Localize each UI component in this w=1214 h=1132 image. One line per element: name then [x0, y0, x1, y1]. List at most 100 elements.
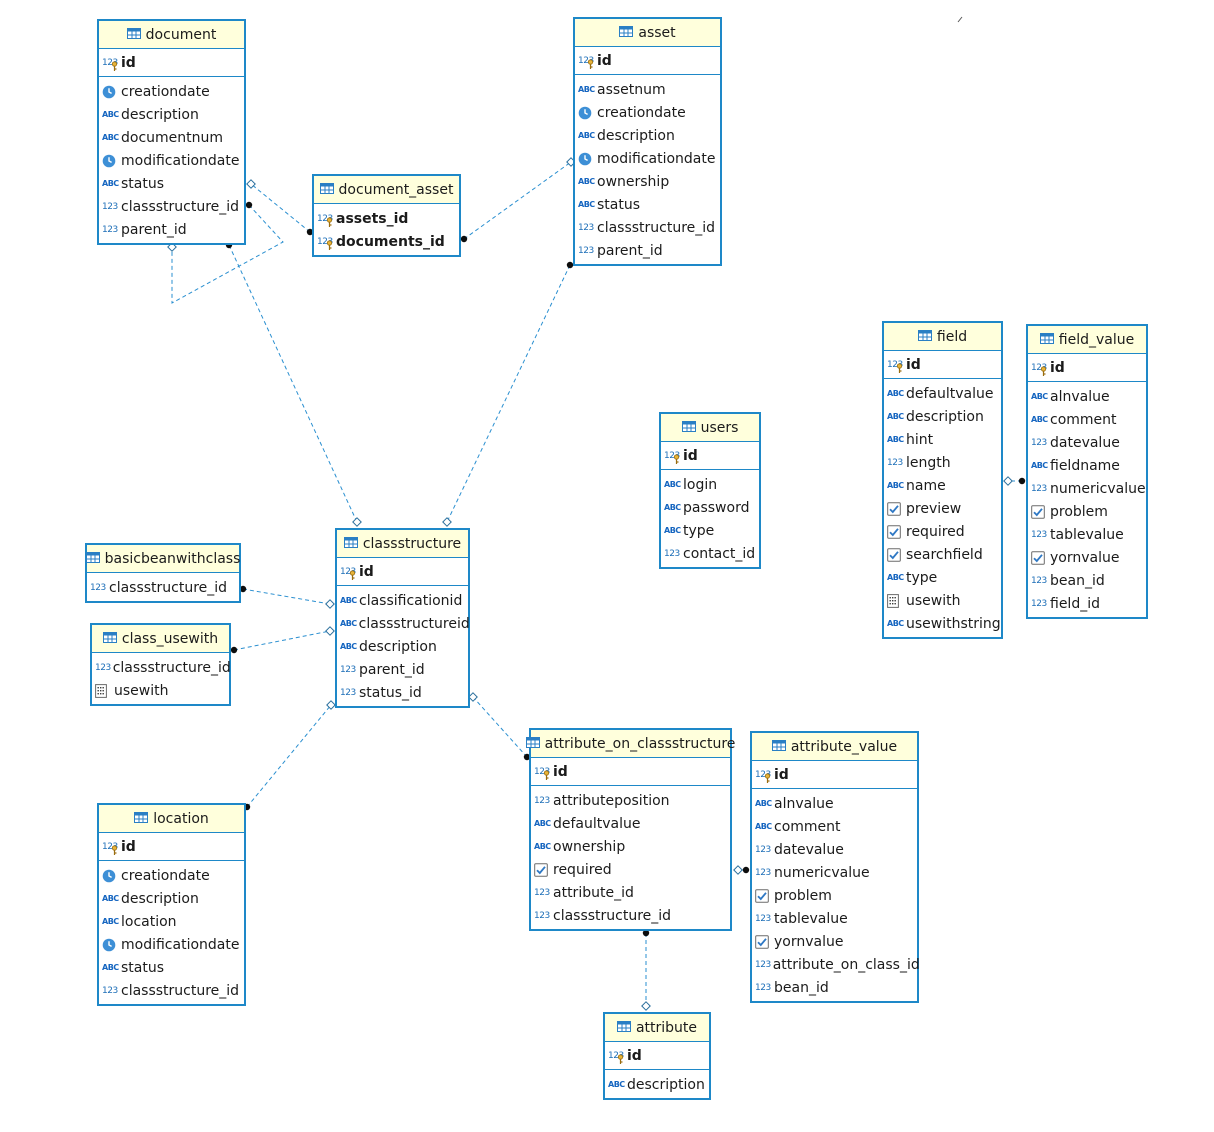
relationship-line[interactable] [246, 704, 332, 808]
column-row[interactable]: required [531, 858, 730, 881]
entity-header[interactable]: asset [575, 19, 720, 47]
column-row[interactable]: modificationdate [99, 933, 244, 956]
relationship-line[interactable] [242, 588, 331, 605]
relationship-line[interactable] [171, 204, 284, 304]
entity-header[interactable]: basicbeanwithclass [85, 545, 240, 573]
column-row[interactable]: yornvalue [1028, 546, 1146, 569]
entity-header[interactable]: field [884, 323, 1001, 351]
relationship-line[interactable] [446, 264, 571, 523]
entity-header[interactable]: document [99, 21, 244, 49]
column-row[interactable]: required [884, 520, 1001, 543]
entity-header[interactable]: attribute [605, 1014, 709, 1042]
entity-header[interactable]: attribute_value [752, 733, 917, 761]
entity-header[interactable]: users [661, 414, 759, 442]
column-row[interactable]: searchfield [884, 543, 1001, 566]
entity-header[interactable]: classstructure [337, 530, 468, 558]
entity-header[interactable]: class_usewith [92, 625, 229, 653]
column-row[interactable]: problem [752, 884, 917, 907]
entity-header[interactable]: location [99, 805, 244, 833]
relationship-line[interactable] [233, 630, 331, 651]
relationship-line[interactable] [228, 244, 358, 523]
column-row[interactable]: creationdate [99, 864, 244, 887]
column-row[interactable]: creationdate [99, 80, 244, 103]
column-row[interactable]: problem [1028, 500, 1146, 523]
column-row[interactable]: yornvalue [752, 930, 917, 953]
column-row[interactable]: usewith [92, 679, 229, 702]
column-row[interactable]: preview [884, 497, 1001, 520]
relationship-line[interactable] [472, 696, 528, 758]
column-row[interactable]: usewith [884, 589, 1001, 612]
column-row[interactable]: creationdate [575, 101, 720, 124]
relationship-line[interactable] [463, 161, 572, 240]
column-row[interactable]: modificationdate [575, 147, 720, 170]
entity-header[interactable]: attribute_on_classstructure [525, 730, 735, 758]
